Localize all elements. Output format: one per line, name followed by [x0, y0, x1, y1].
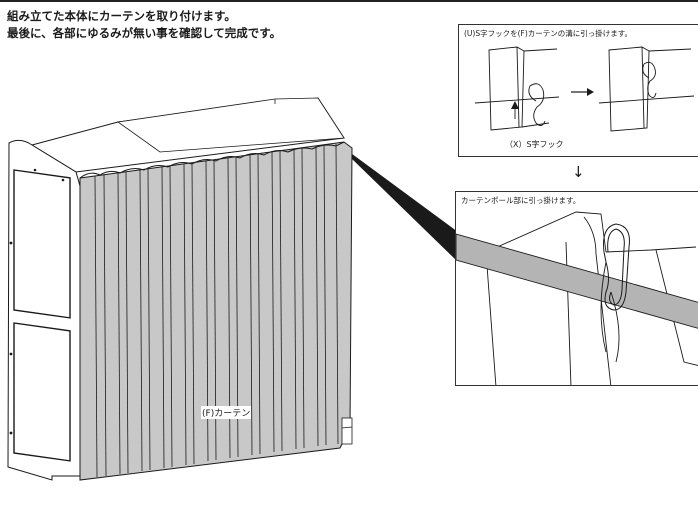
s-hook-label: （X）S字フック [505, 140, 564, 149]
side-window-lower [13, 322, 71, 462]
flow-arrow-icon: ↓ [572, 163, 585, 181]
cabinet-top-panel [116, 97, 345, 153]
curtain-pole [456, 233, 698, 329]
instruction-text: 組み立てた本体にカーテンを取り付けます。 最後に、各部にゆるみが無い事を確認して… [7, 8, 281, 42]
pole-hang-diagram [456, 211, 698, 385]
callout-pole-hang-title: カーテンポール部に引っ掛けます。 [461, 196, 581, 205]
top-rule [0, 0, 698, 2]
callout-hook-insert-title: (U)S字フックを(F)カーテンの溝に引っ掛けます。 [464, 29, 633, 38]
callout-leader [344, 148, 458, 262]
curtain-top-scallop [79, 141, 345, 179]
callout-pole-hang: カーテンポール部に引っ掛けます。 [455, 191, 698, 386]
hook-insert-diagram [474, 46, 695, 132]
curtain-label: (F)カーテン [201, 406, 252, 419]
instruction-line-2: 最後に、各部にゆるみが無い事を確認して完成です。 [7, 26, 282, 40]
curtain-folds [94, 143, 339, 478]
side-window-upper [13, 169, 71, 319]
callout-hook-insert: (U)S字フックを(F)カーテンの溝に引っ掛けます。 （X）S字フ [458, 24, 698, 157]
instruction-line-1: 組み立てた本体にカーテンを取り付けます。 [7, 9, 236, 23]
